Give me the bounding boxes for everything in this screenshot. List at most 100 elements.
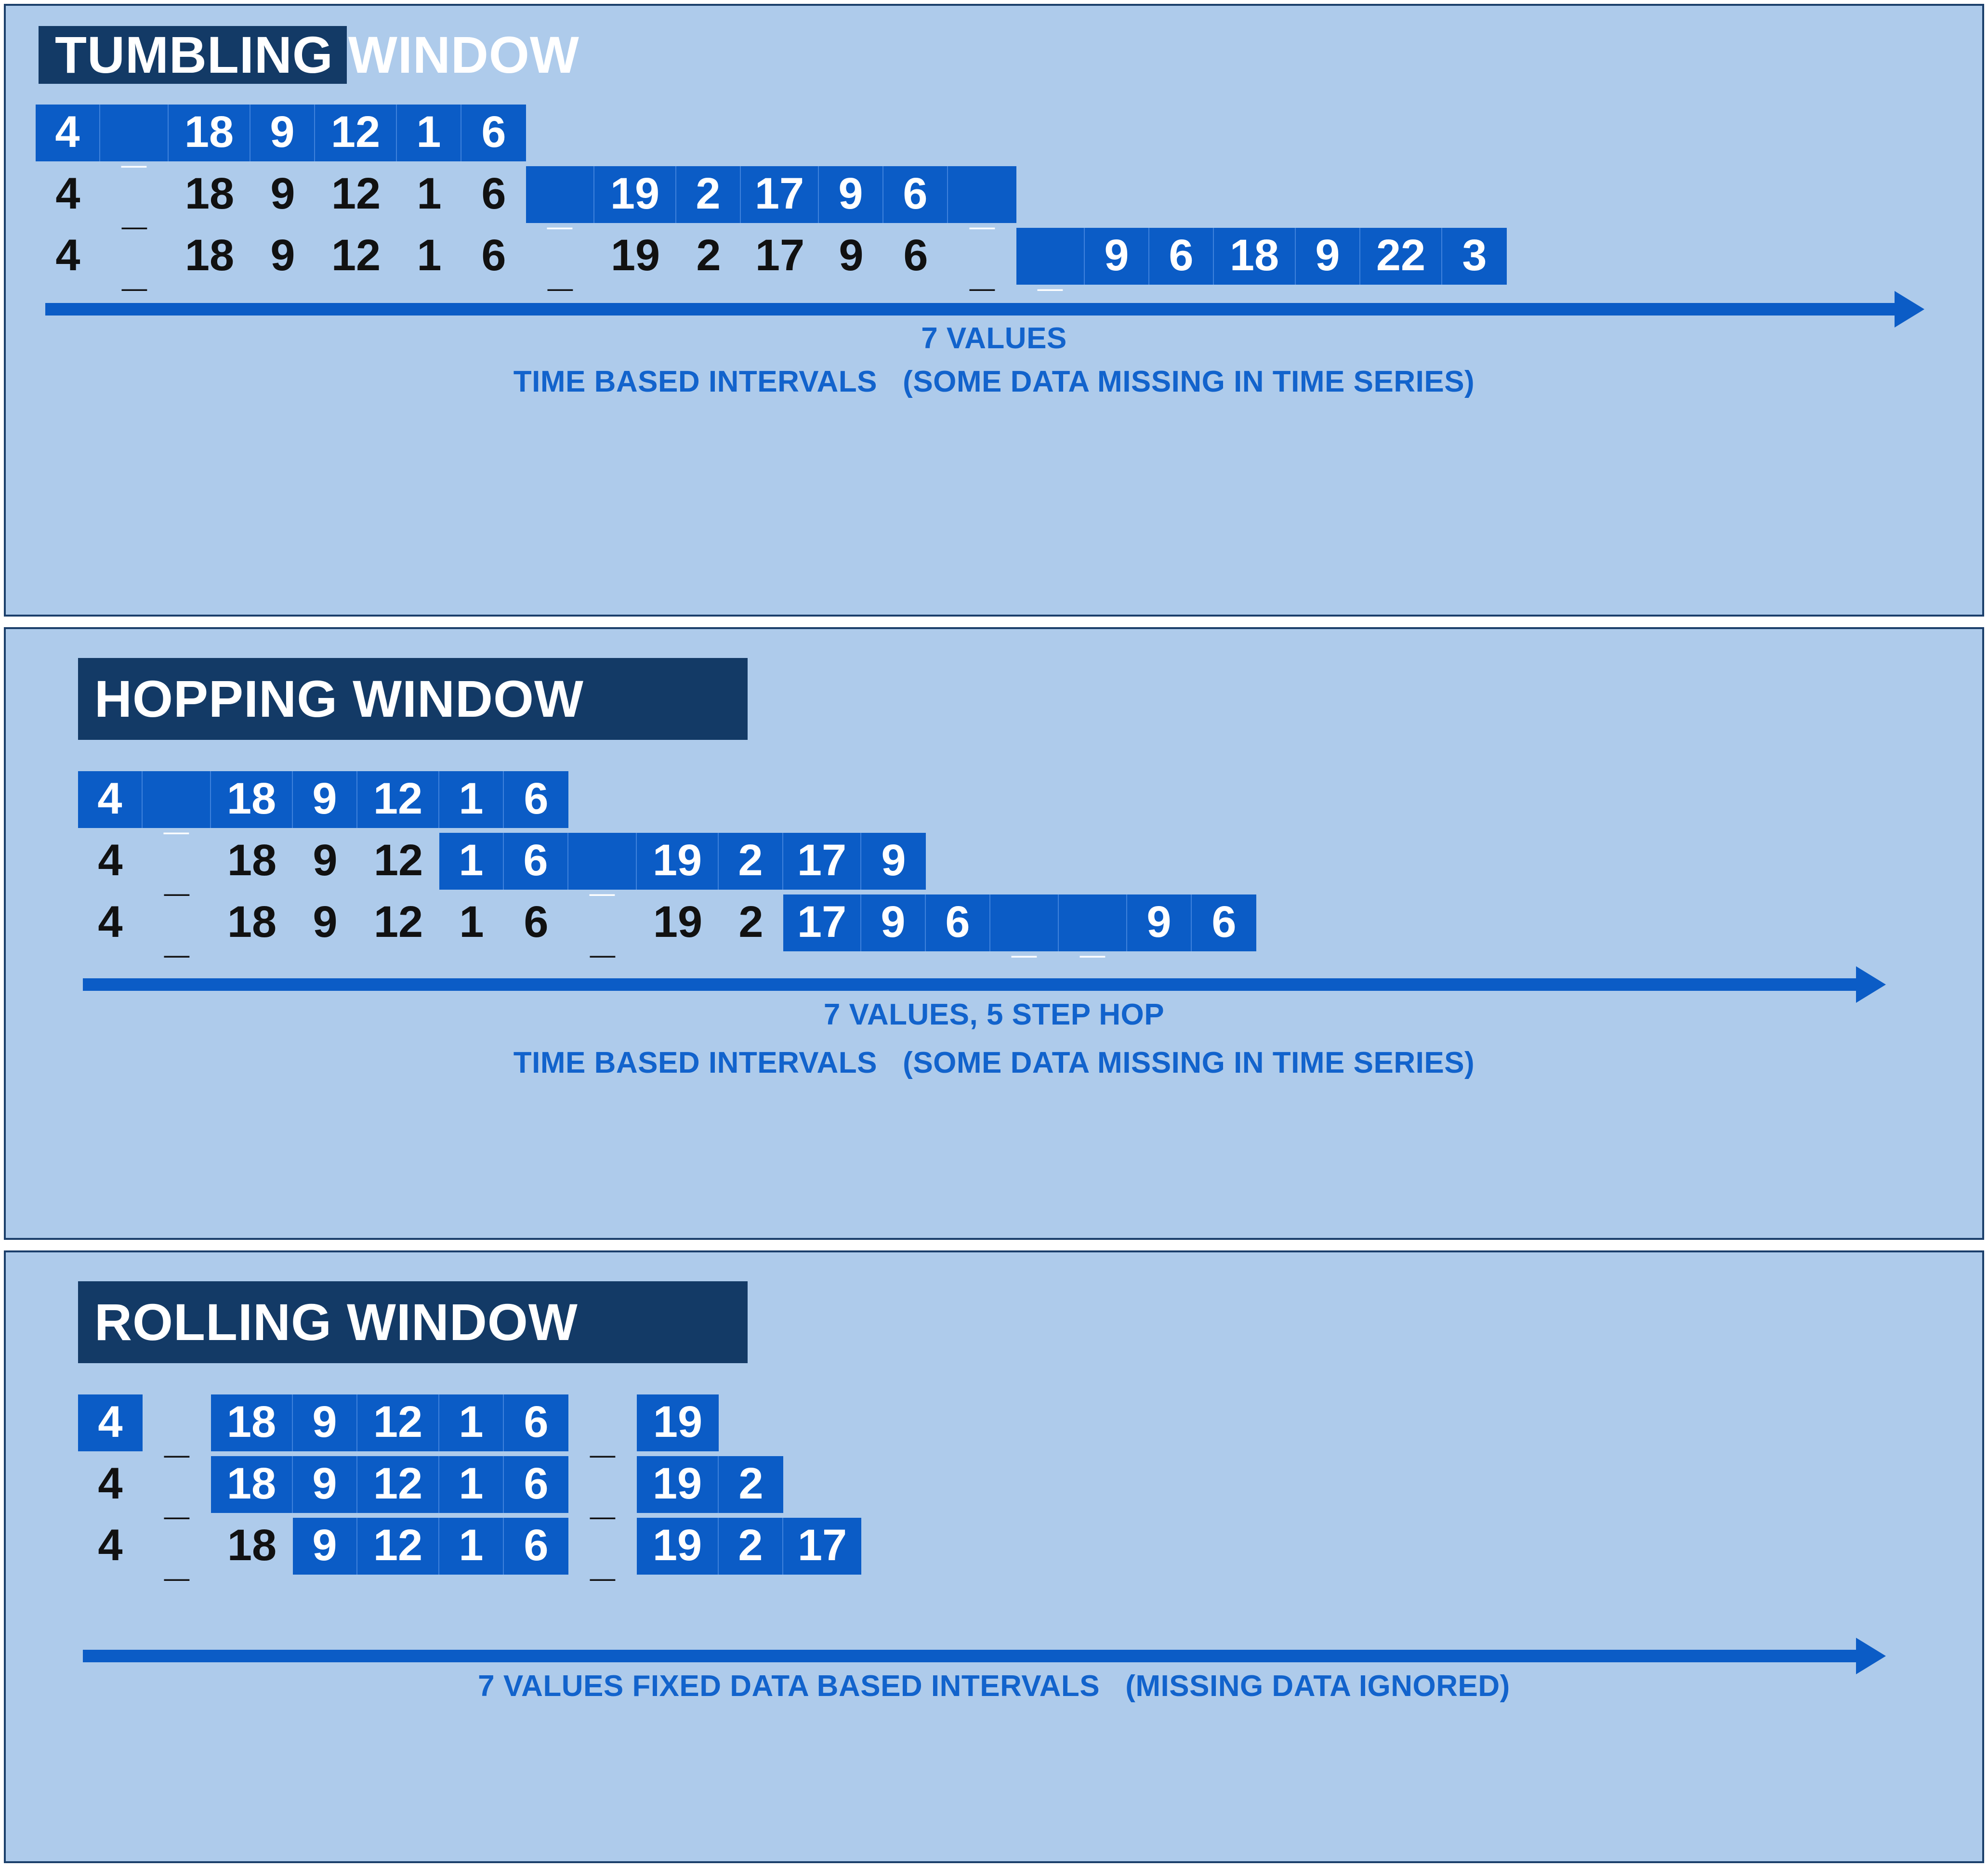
- value-text: 9: [1315, 231, 1340, 280]
- value-cell: 18: [211, 771, 293, 828]
- value-text: 19: [653, 897, 703, 947]
- value-text: 19: [653, 1397, 703, 1446]
- value-cell-missing: _: [143, 1456, 211, 1521]
- value-text: 22: [1376, 231, 1426, 280]
- value-text: 6: [945, 897, 970, 947]
- value-text: 4: [98, 1459, 123, 1508]
- value-cell: 18: [169, 228, 250, 285]
- value-cell: 9: [293, 894, 357, 951]
- value-cell-missing: _: [568, 1394, 637, 1459]
- value-cell: 9: [819, 228, 883, 285]
- value-cell-missing: _: [1059, 894, 1127, 962]
- timeline-arrow: [83, 966, 1886, 1003]
- value-cell: 9: [1296, 228, 1360, 285]
- value-text: 1: [416, 107, 441, 157]
- caption-line-2: TIME BASED INTERVALS (SOME DATA MISSING …: [513, 365, 1475, 398]
- value-cell: 9: [861, 833, 926, 890]
- value-text: 12: [373, 1397, 423, 1446]
- value-cell: 17: [783, 833, 861, 890]
- value-text: 12: [331, 169, 381, 218]
- arrow-head: [1856, 966, 1886, 1003]
- value-cell: 9: [819, 166, 883, 223]
- value-text: 1: [459, 1521, 484, 1570]
- value-text: 18: [226, 774, 276, 823]
- value-cell: 4: [36, 166, 100, 223]
- value-text: 1: [459, 774, 484, 823]
- value-cell: 17: [783, 1518, 861, 1575]
- arrow-head: [1856, 1638, 1886, 1674]
- value-text: 4: [97, 774, 122, 823]
- value-text: 9: [270, 169, 295, 218]
- missing-value-dash: _: [164, 1536, 189, 1585]
- value-cell: 1: [439, 833, 504, 890]
- value-text: 6: [524, 1397, 549, 1446]
- value-text: 6: [481, 231, 506, 280]
- value-cell: 9: [293, 771, 357, 828]
- value-cell: 1: [439, 1518, 504, 1575]
- value-cell: 2: [676, 166, 741, 223]
- arrow-line: [83, 978, 1857, 991]
- value-text: 9: [312, 1459, 337, 1508]
- value-cell: 12: [357, 771, 439, 828]
- value-cell: 2: [719, 1518, 783, 1575]
- value-cell: 17: [741, 166, 819, 223]
- value-cell: 1: [439, 1456, 504, 1513]
- value-text: 4: [55, 169, 80, 218]
- value-cell: 6: [504, 1394, 568, 1451]
- value-cell: 18: [211, 833, 293, 890]
- value-cell: 6: [1192, 894, 1256, 951]
- value-cell: 19: [637, 1518, 719, 1575]
- missing-value-dash: _: [164, 851, 189, 900]
- value-text: 19: [652, 1459, 702, 1508]
- missing-value-dash: _: [164, 1412, 189, 1462]
- missing-value-dash: _: [548, 246, 573, 295]
- missing-value-dash: _: [970, 184, 995, 234]
- value-text: 4: [55, 231, 80, 280]
- value-text: 4: [98, 1397, 123, 1446]
- value-text: 1: [417, 169, 442, 218]
- value-cell: 18: [169, 105, 250, 161]
- value-text: 19: [652, 1521, 702, 1570]
- value-text: 18: [184, 107, 234, 157]
- value-cell: 6: [504, 1456, 568, 1513]
- value-cell-missing: _: [526, 166, 594, 234]
- value-cell: 2: [719, 1456, 783, 1513]
- value-text: 9: [839, 231, 864, 280]
- missing-value-dash: _: [590, 851, 615, 900]
- missing-value-dash: _: [547, 184, 572, 234]
- value-text: 2: [738, 1521, 763, 1570]
- value-cell-missing: _: [948, 228, 1016, 292]
- value-cell: 6: [504, 1518, 568, 1575]
- value-text: 18: [227, 836, 277, 885]
- value-cell: 22: [1360, 228, 1442, 285]
- value-text: 17: [797, 836, 847, 885]
- value-text: 1: [459, 1459, 484, 1508]
- timeline-arrow: [45, 291, 1924, 328]
- value-cell: 1: [439, 771, 504, 828]
- value-text: 2: [696, 169, 721, 218]
- value-text: 17: [797, 1521, 847, 1570]
- value-cell-missing: _: [526, 228, 594, 295]
- value-cell: 2: [719, 833, 783, 890]
- value-text: 17: [755, 231, 805, 280]
- value-text: 6: [903, 231, 928, 280]
- value-text: 6: [524, 897, 549, 947]
- value-text: 6: [1169, 231, 1194, 280]
- value-cell: 3: [1442, 228, 1507, 285]
- value-cell: 6: [504, 833, 568, 890]
- value-cell: 17: [741, 228, 819, 285]
- value-cell: 4: [78, 771, 143, 828]
- missing-value-dash: _: [1080, 912, 1105, 962]
- value-cell: 9: [293, 1456, 357, 1513]
- value-text: 6: [481, 169, 506, 218]
- value-cell: 12: [315, 166, 397, 223]
